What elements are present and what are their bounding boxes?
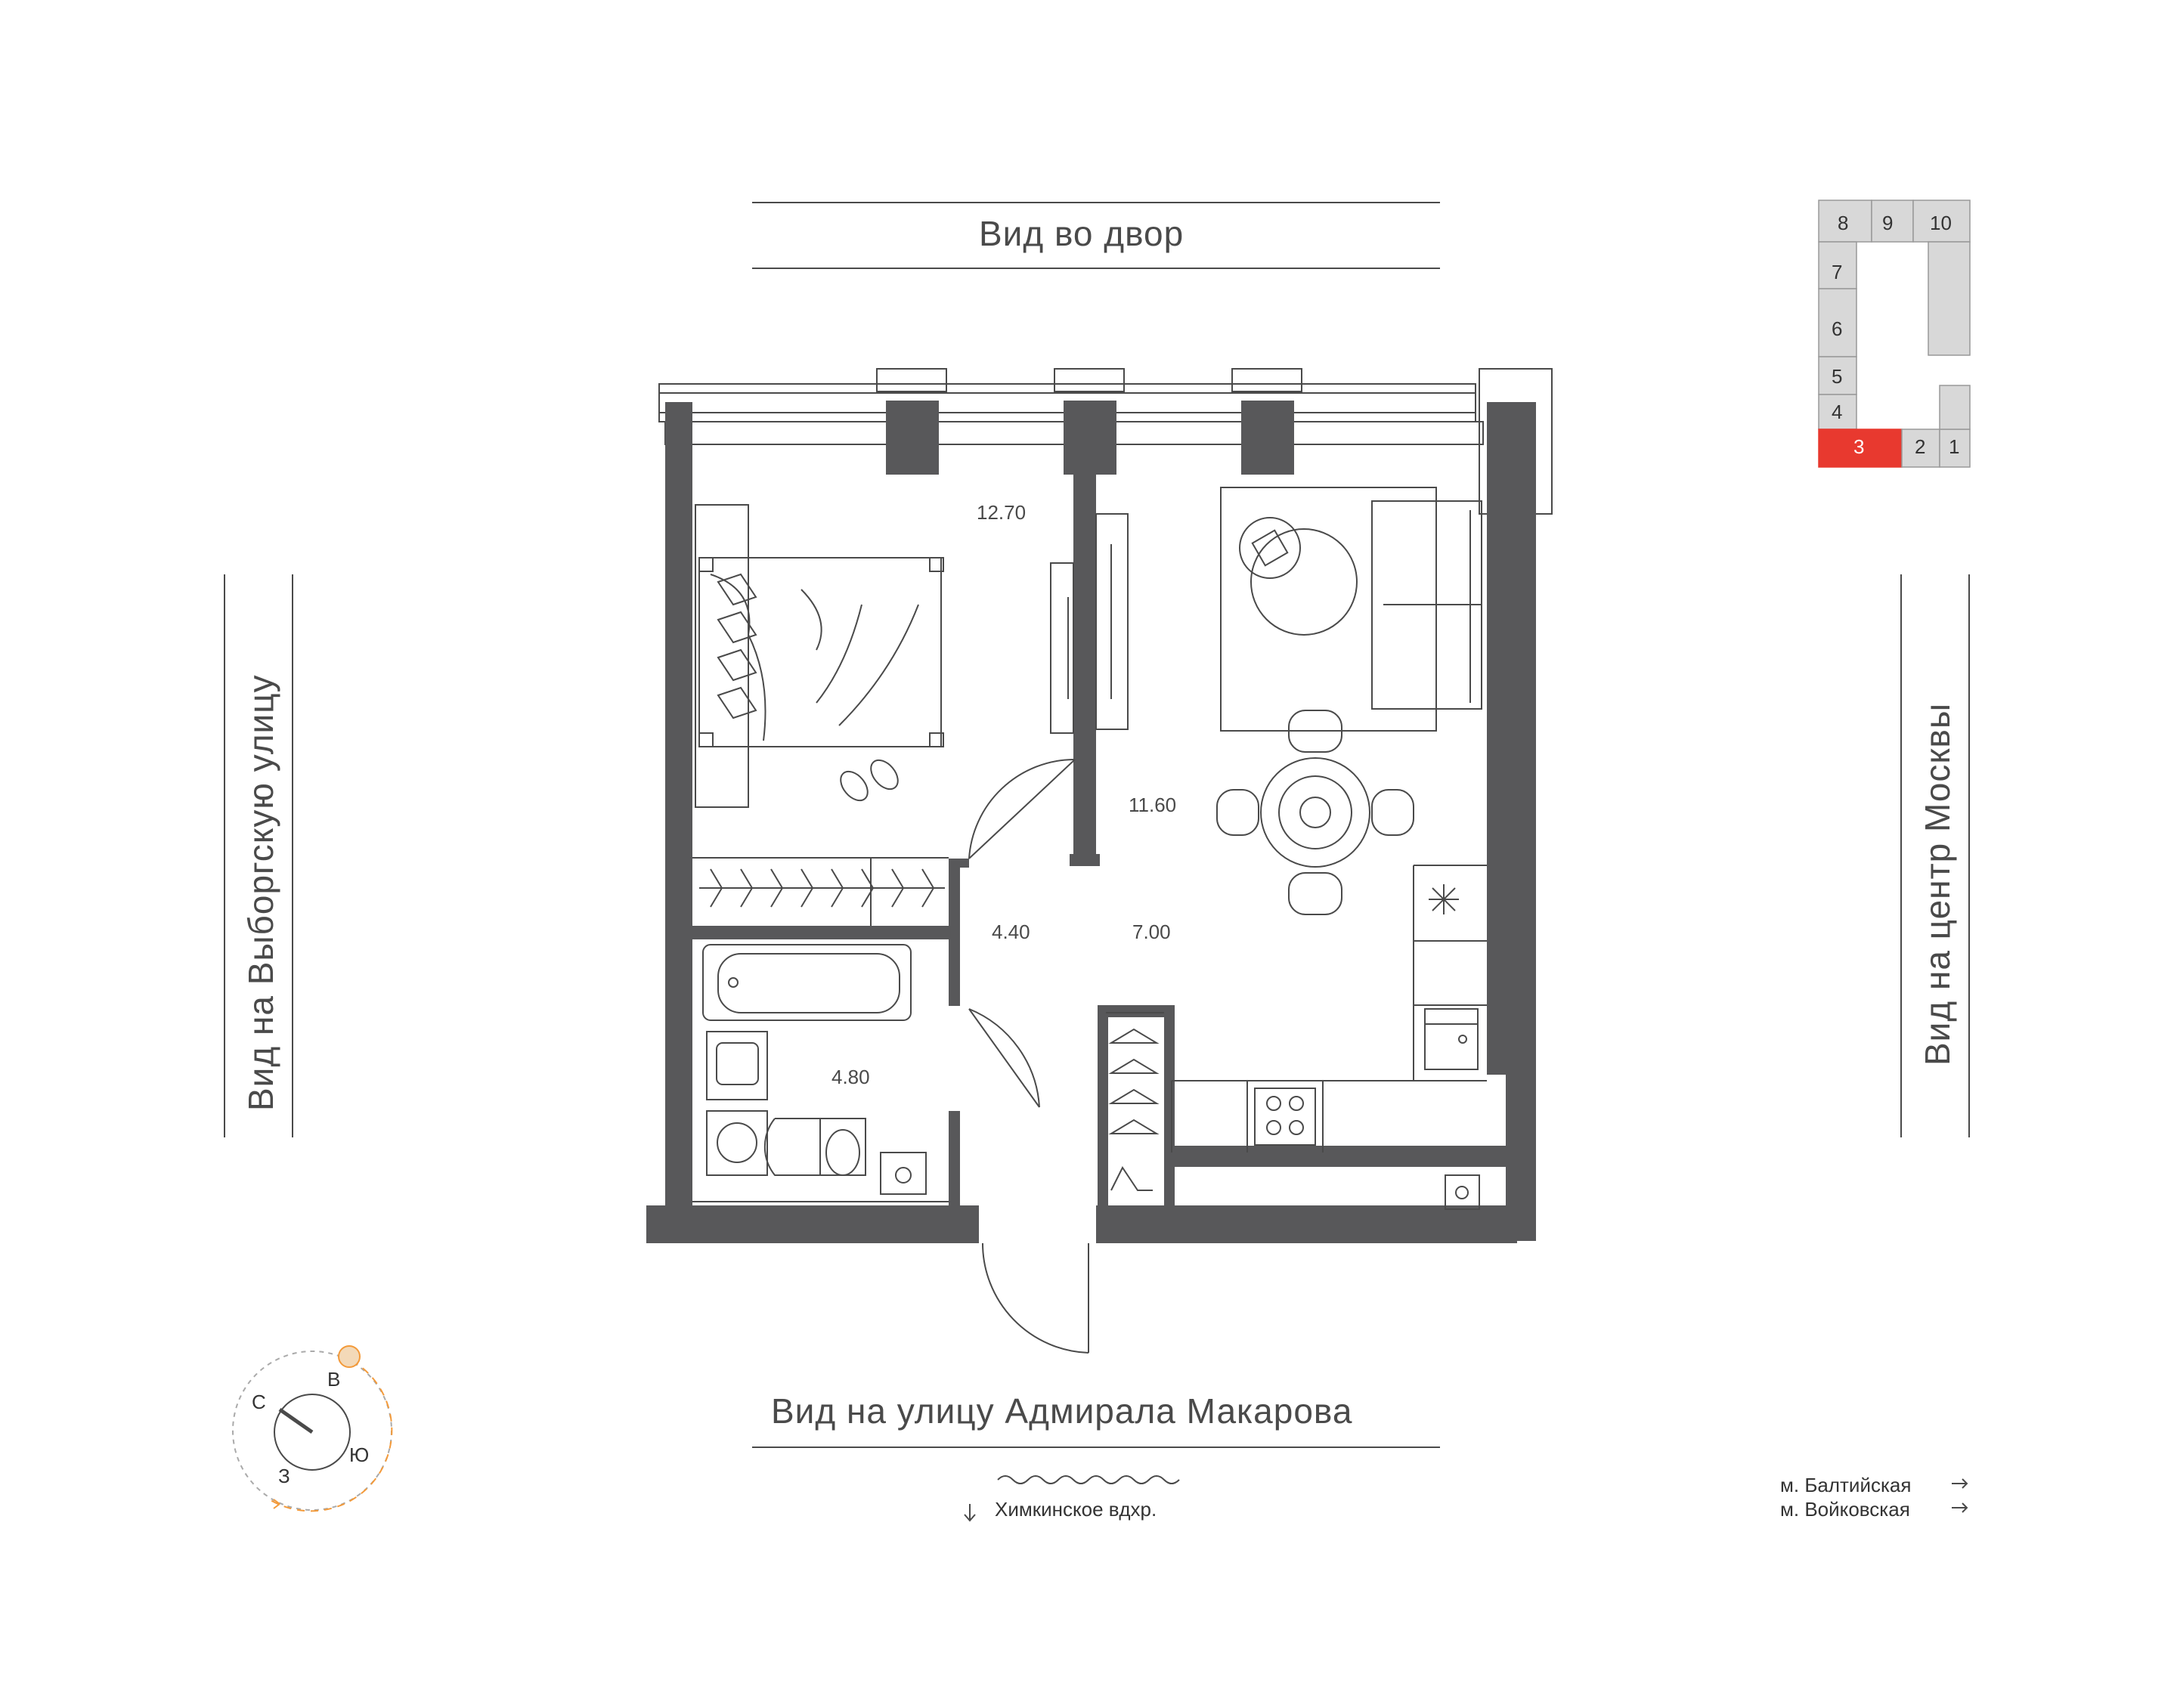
section-label: 4: [1832, 401, 1843, 423]
section-label: 6: [1832, 317, 1843, 340]
room-area-living: 11.60: [1129, 794, 1177, 816]
section-label: 9: [1882, 212, 1894, 234]
view-top-label: Вид во двор: [979, 214, 1184, 253]
compass: [232, 1345, 393, 1512]
section-label: 7: [1832, 261, 1843, 283]
living-furniture: [1216, 487, 1482, 915]
down-arrow: [964, 1504, 976, 1522]
room-area-kitchen: 7.00: [1132, 921, 1171, 943]
section-label: 8: [1838, 212, 1849, 234]
wave-line: [997, 1475, 1180, 1484]
water-label: Химкинское вдхр.: [995, 1498, 1157, 1521]
metro-1: м. Балтийская: [1780, 1474, 1912, 1496]
hangers: [699, 868, 945, 908]
compass-s: Ю: [349, 1443, 370, 1466]
view-left-label: Вид на Выборгскую улицу: [241, 674, 280, 1111]
room-area-hall: 4.40: [992, 921, 1030, 943]
section-label: 10: [1930, 212, 1952, 234]
metro-2: м. Войковская: [1780, 1498, 1910, 1521]
kitchen-fixtures: [1171, 1008, 1480, 1210]
doors: [968, 759, 1089, 1354]
walls: [646, 401, 1536, 1243]
bed: [695, 504, 944, 808]
compass-e: В: [327, 1368, 341, 1391]
compass-n: С: [252, 1391, 266, 1413]
section-label: 2: [1915, 435, 1926, 458]
bathroom-fixtures: [702, 944, 927, 1195]
section-map: [1818, 200, 1971, 468]
hall-wardrobe: [1106, 1012, 1164, 1191]
section-label: 5: [1832, 365, 1843, 388]
view-right-label: Вид на центр Москвы: [1918, 702, 1957, 1066]
view-bottom-label: Вид на улицу Адмирала Макарова: [771, 1391, 1353, 1431]
section-label: 1: [1949, 435, 1960, 458]
section-label-current: 3: [1853, 435, 1865, 458]
compass-w: З: [278, 1465, 290, 1487]
room-area-bedroom: 12.70: [977, 501, 1027, 524]
room-area-bath: 4.80: [831, 1066, 870, 1088]
